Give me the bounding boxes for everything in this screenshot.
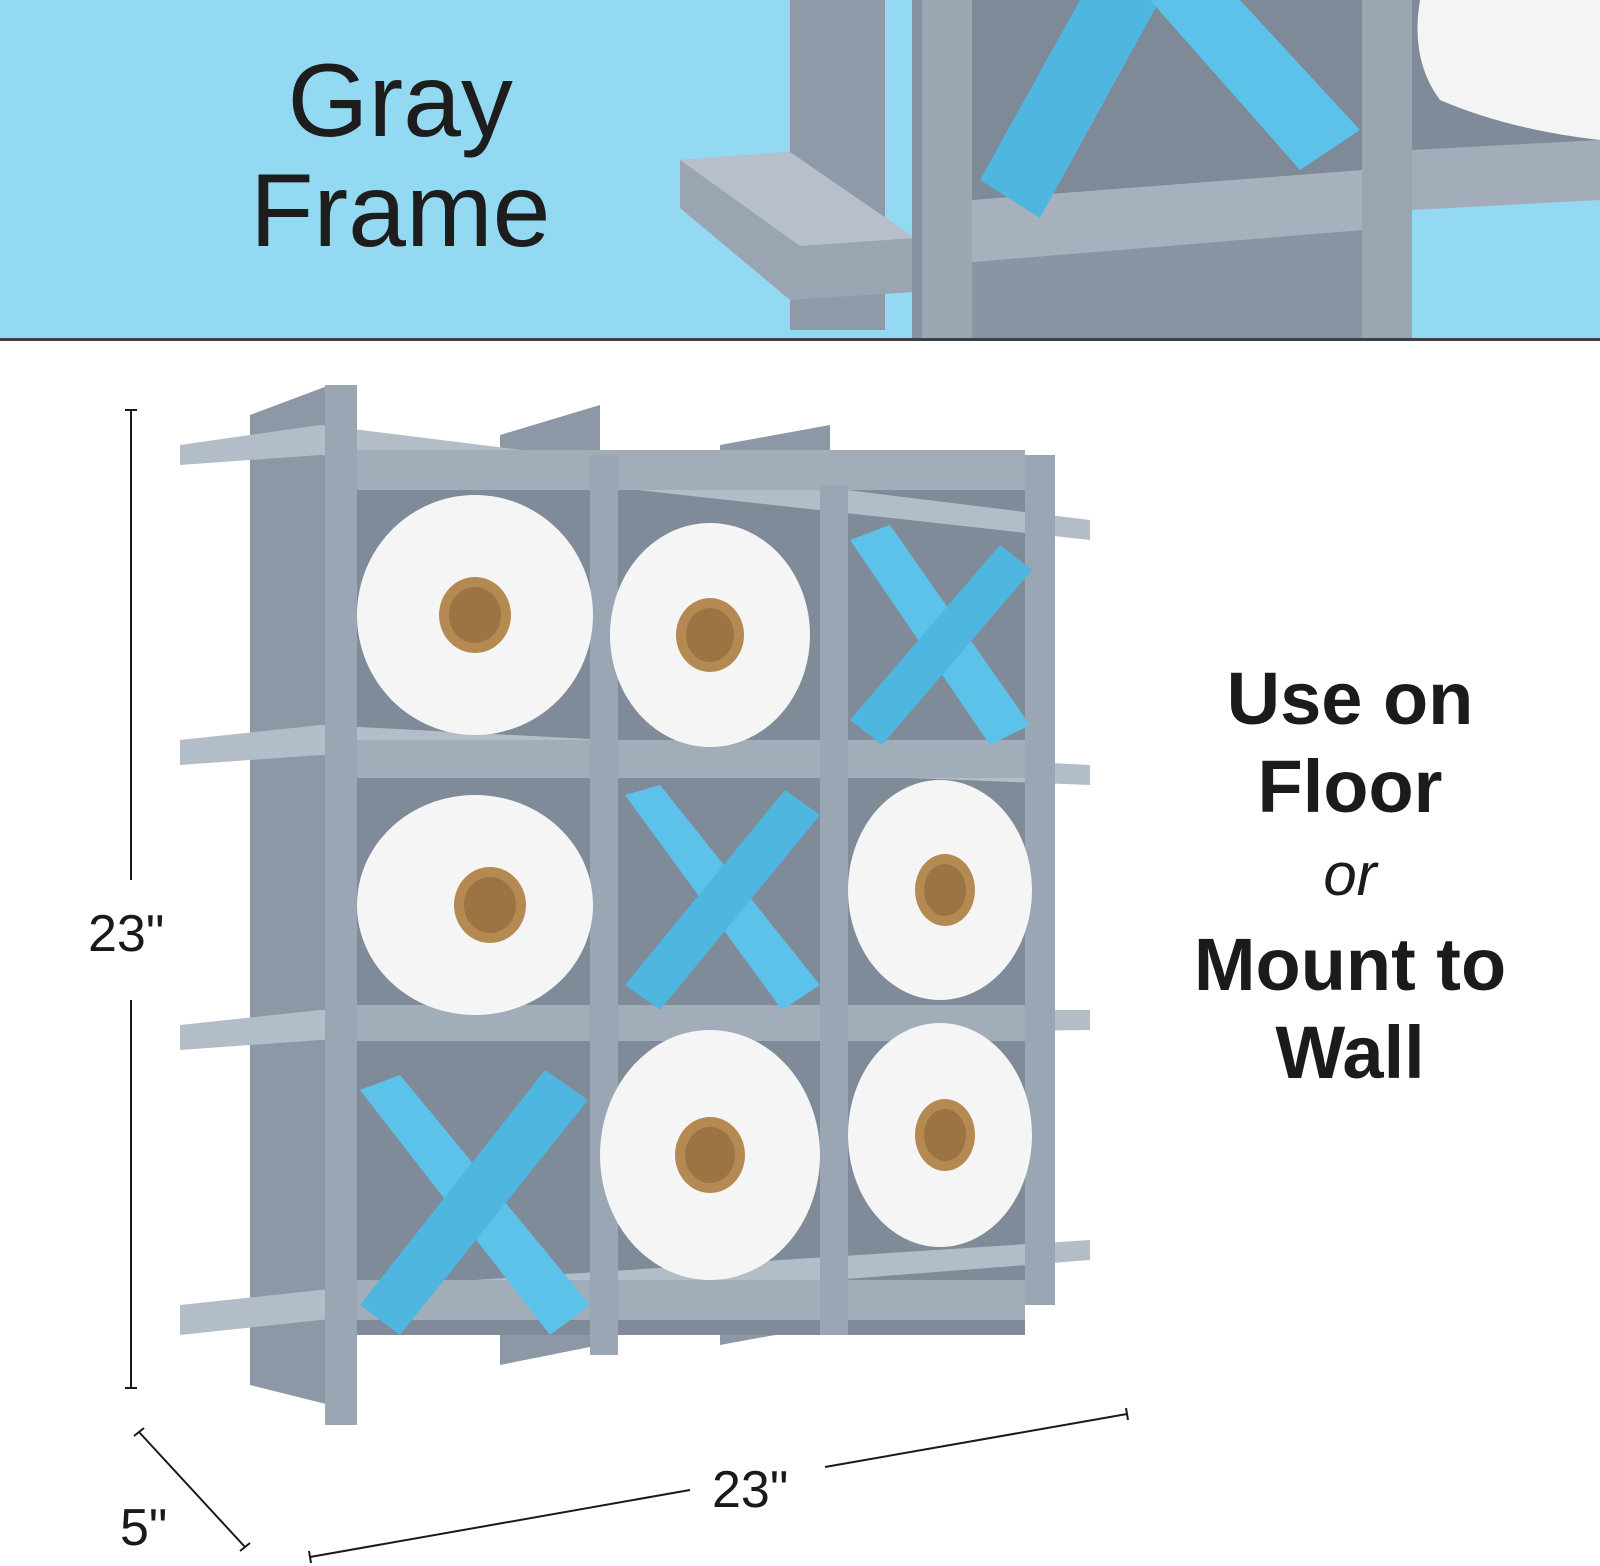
usage-line2: Floor [1257,745,1443,828]
cell-r1c1 [357,495,593,735]
usage-line5: Wall [1275,1011,1425,1094]
usage-line3: or [1323,841,1377,908]
front-divider-mid2 [820,485,848,1335]
closeup-shelf [972,170,1362,262]
usage-line4: Mount to [1193,923,1507,1006]
cell-r3c3 [848,1023,1032,1247]
front-divider-left [325,385,357,1425]
x-bar [360,1070,588,1335]
closeup-photo [680,0,1600,338]
cell-r1c2 [610,523,810,747]
cell-r1c3-x [850,525,1032,745]
x-bar [850,545,1032,745]
tic-tac-toe-rack [180,385,1090,1425]
front-divider-mid1 [590,455,618,1355]
usage-callout: Use on Floor or Mount to Wall [1150,655,1550,1097]
width-label: 23" [712,1461,789,1519]
x-bar [625,790,820,1010]
banner-divider-line [0,338,1600,341]
banner-title-line1: Gray [287,43,513,159]
width-line-left [309,1489,691,1558]
left-side-panel [250,385,330,1405]
usage-line1: Use on [1226,657,1474,740]
cell-r2c3 [848,780,1032,1000]
cell-r2c1 [357,795,593,1015]
cell-r3c2 [600,1030,820,1280]
cell-r2c2-x [625,785,820,1010]
top-banner: Gray Frame [0,0,1600,338]
depth-label: 5" [120,1499,168,1557]
closeup-x-bar1 [980,0,1160,218]
closeup-x-bar2 [1150,0,1360,170]
closeup-roll [1417,0,1600,140]
banner-title: Gray Frame [250,46,550,266]
banner-title-line2: Frame [250,153,551,269]
height-label: 23" [88,905,165,963]
cell-r3c1-x [360,1070,590,1335]
